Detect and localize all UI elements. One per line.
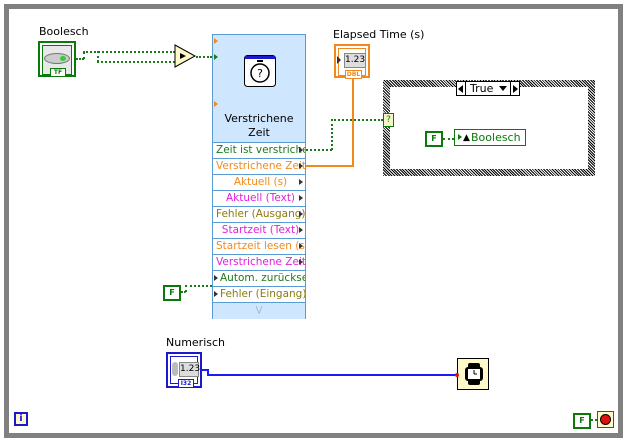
wire[interactable]	[83, 51, 175, 53]
terminal-label: Fehler (Ausgang)	[216, 208, 305, 220]
terminal-label: Zeit ist verstrichen	[216, 144, 305, 156]
house-icon: ▲	[463, 133, 470, 143]
wire[interactable]	[306, 149, 332, 151]
not-function[interactable]	[174, 44, 196, 68]
wire[interactable]	[97, 61, 175, 63]
increment-arrow-icon[interactable]	[513, 85, 518, 93]
output-arrow-icon	[299, 227, 303, 233]
output-arrow-icon	[299, 163, 303, 169]
wire[interactable]	[207, 374, 458, 376]
output-arrow-icon	[299, 259, 303, 265]
terminal-label: Startzeit lesen (s)	[216, 240, 305, 252]
wire[interactable]	[352, 78, 354, 167]
led-icon	[44, 53, 70, 64]
decrement-arrow-icon[interactable]	[458, 85, 463, 93]
wire[interactable]	[196, 56, 212, 58]
terminal-aktuell-s[interactable]: Aktuell (s)	[213, 174, 305, 190]
case-selector-label[interactable]: True	[456, 81, 520, 96]
numeric-display: 1.23	[344, 53, 366, 68]
terminal-startzeit-text[interactable]: Startzeit (Text)	[213, 222, 305, 238]
elapsed-indicator-label: Elapsed Time (s)	[333, 28, 425, 41]
terminal-label: Aktuell (s)	[233, 176, 288, 188]
terminal-verstrichene-zeit-text[interactable]: Verstrichene Zeit (Text)	[213, 254, 305, 270]
false-constant[interactable]: F	[425, 131, 443, 147]
stopwatch-icon: ?	[244, 55, 276, 87]
window-frame-bottom	[4, 433, 623, 438]
wire[interactable]	[76, 58, 84, 60]
terminal-fehler-eingang[interactable]: Fehler (Eingang)	[213, 286, 305, 302]
wire[interactable]	[591, 419, 597, 421]
terminal-label: Aktuell (Text)	[225, 192, 296, 204]
type-tag: I32	[178, 379, 194, 388]
spinner-icon	[172, 362, 178, 376]
output-arrow-icon	[299, 179, 303, 185]
type-tag: TF	[50, 68, 66, 77]
terminal-autom-zuruecksetzen[interactable]: Autom. zurücksetzen	[213, 270, 305, 286]
case-value: True	[470, 82, 494, 95]
loop-condition-terminal[interactable]	[597, 411, 614, 428]
stop-icon	[600, 414, 611, 425]
local-variable-boolesch[interactable]: ▲ Boolesch	[454, 129, 526, 146]
local-variable-label: Boolesch	[471, 131, 521, 144]
input-terminal-icon	[214, 54, 218, 60]
not-icon	[180, 53, 186, 59]
indicator-input-icon	[337, 56, 341, 64]
wire[interactable]	[185, 285, 212, 287]
numeric-control-label: Numerisch	[166, 336, 226, 349]
terminal-aktuell-text[interactable]: Aktuell (Text)	[213, 190, 305, 206]
input-terminal-icon	[455, 373, 459, 377]
output-arrow-icon	[299, 243, 303, 249]
terminal-label: Fehler (Eingang)	[220, 288, 305, 300]
terminal-zeit-ist-verstrichen[interactable]: Zeit ist verstrichen	[213, 142, 305, 158]
terminal-label: Startzeit (Text)	[221, 224, 300, 236]
wire[interactable]	[202, 369, 208, 371]
terminal-fehler-ausgang[interactable]: Fehler (Ausgang)	[213, 206, 305, 222]
wire[interactable]	[443, 138, 454, 140]
output-arrow-icon	[299, 211, 303, 217]
input-arrow-icon	[458, 134, 462, 140]
input-arrow-icon	[214, 291, 218, 297]
terminal-verstrichene-zeit[interactable]: Verstrichene Zeit	[213, 158, 305, 174]
terminal-label: Verstrichene Zeit	[216, 160, 305, 172]
wire[interactable]	[97, 51, 99, 62]
auto-reset-constant[interactable]: F	[163, 285, 181, 301]
wire[interactable]	[306, 165, 353, 167]
stop-constant[interactable]: F	[573, 413, 591, 429]
elapsed-time-indicator-terminal[interactable]: 1.23 DBL	[334, 44, 370, 79]
boolean-control-label: Boolesch	[39, 25, 89, 38]
terminal-label: Autom. zurücksetzen	[220, 272, 305, 284]
numeric-display: 1.23	[179, 362, 200, 377]
wire[interactable]	[207, 369, 209, 375]
vi-title-line2: Zeit	[248, 126, 270, 139]
case-selector-terminal[interactable]: ?	[383, 113, 394, 127]
info-icon[interactable]: i	[14, 412, 28, 426]
vi-title-line1: Verstrichene	[224, 112, 294, 125]
output-arrow-icon	[299, 195, 303, 201]
dropdown-arrow-icon[interactable]	[499, 86, 507, 91]
terminal-label: Verstrichene Zeit (Text)	[216, 256, 305, 268]
boolean-control-terminal[interactable]: TF	[38, 41, 76, 77]
wait-function[interactable]	[455, 358, 489, 390]
svg-text:?: ?	[257, 67, 263, 80]
expand-chevron-icon[interactable]: ⋁	[213, 302, 305, 319]
wire[interactable]	[331, 119, 333, 150]
input-terminal-icon	[214, 101, 218, 107]
elapsed-time-express-vi[interactable]: ? Verstrichene Zeit Zeit ist verstrichen…	[212, 34, 306, 319]
input-arrow-icon	[214, 275, 218, 281]
terminal-startzeit-lesen[interactable]: Startzeit lesen (s)	[213, 238, 305, 254]
output-arrow-icon	[299, 147, 303, 153]
wire[interactable]	[331, 119, 383, 121]
wristwatch-icon	[465, 363, 483, 385]
window-frame-right	[618, 4, 623, 438]
window-frame-top	[4, 4, 623, 9]
numeric-control-terminal[interactable]: 1.23 I32	[166, 352, 202, 388]
window-frame-left	[4, 4, 9, 435]
wire[interactable]	[185, 285, 187, 292]
wire[interactable]	[83, 52, 85, 59]
input-terminal-icon	[214, 38, 218, 44]
wire[interactable]	[181, 291, 186, 293]
